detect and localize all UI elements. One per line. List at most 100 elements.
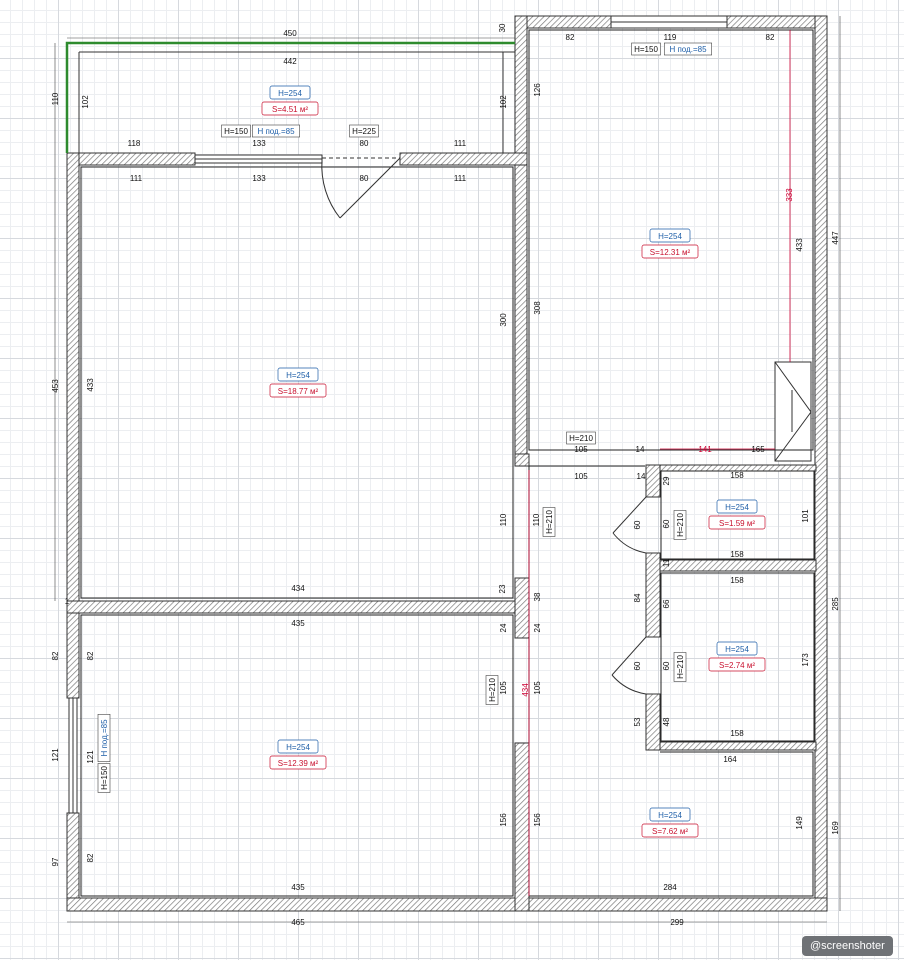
room-height: H=254 bbox=[725, 645, 749, 654]
dimension-d447: 447 bbox=[831, 231, 840, 245]
room-height: H=254 bbox=[286, 371, 310, 380]
dimension-d164: 164 bbox=[723, 755, 737, 764]
doors bbox=[321, 157, 812, 695]
dimension-d102a: 102 bbox=[81, 95, 90, 109]
dimension-d450: 450 bbox=[283, 29, 297, 38]
wall-toilet-bottom bbox=[645, 741, 817, 751]
dimension-d158d: 158 bbox=[730, 729, 744, 738]
windows bbox=[68, 15, 728, 814]
label-text: H=210 bbox=[488, 678, 497, 702]
label-bath-door-h: H=210 bbox=[673, 510, 687, 540]
dimension-d82e: 82 bbox=[86, 853, 95, 862]
dimension-d299: 299 bbox=[670, 918, 684, 927]
dimension-d158c: 158 bbox=[730, 576, 744, 585]
dimension-d133b: 133 bbox=[252, 174, 266, 183]
dimension-d14b: 14 bbox=[637, 472, 646, 481]
dimension-d169: 169 bbox=[831, 821, 840, 835]
balcony-highlight bbox=[65, 41, 515, 153]
wall-balcony-bottom-a bbox=[66, 152, 196, 166]
dimension-d82b: 82 bbox=[766, 33, 775, 42]
room-height: H=254 bbox=[658, 232, 682, 241]
dimension-d126: 126 bbox=[533, 83, 542, 97]
label-text: H=210 bbox=[676, 513, 685, 537]
dimension-d82d: 82 bbox=[86, 651, 95, 660]
label-w-top-h: H=150 bbox=[631, 42, 661, 56]
label-left-win-h: H=150 bbox=[97, 763, 111, 793]
label-text: H=210 bbox=[676, 655, 685, 679]
dimension-d102b: 102 bbox=[499, 95, 508, 109]
label-text: H=210 bbox=[569, 434, 593, 443]
wall-bottom bbox=[66, 897, 828, 912]
dimension-d82a: 82 bbox=[566, 33, 575, 42]
dimension-d165: 165 bbox=[751, 445, 765, 454]
label-text: Н под.=85 bbox=[100, 719, 109, 757]
dimension-d156a: 156 bbox=[499, 813, 508, 827]
label-text: Н под.=85 bbox=[257, 127, 295, 136]
dimension-d101: 101 bbox=[801, 509, 810, 523]
dimension-d453: 453 bbox=[51, 379, 60, 393]
dimension-d284: 284 bbox=[663, 883, 677, 892]
label-balc-win-sill: Н под.=85 bbox=[252, 124, 301, 138]
room-outline-bath bbox=[660, 470, 815, 560]
label-left-win-sill: Н под.=85 bbox=[97, 713, 111, 763]
wall-bath-left-a bbox=[645, 464, 661, 498]
dimension-d80b: 80 bbox=[360, 174, 369, 183]
wall-left-upper bbox=[66, 152, 80, 699]
dimension-d465: 465 bbox=[291, 918, 305, 927]
dimension-d38: 38 bbox=[533, 592, 542, 601]
dimension-d121a: 121 bbox=[51, 748, 60, 762]
dimension-d300: 300 bbox=[499, 313, 508, 327]
room-outline-toilet bbox=[660, 572, 815, 742]
dimension-d141: 141 bbox=[698, 445, 712, 454]
dimension-d60d: 60 bbox=[662, 661, 671, 670]
dimension-d433b: 433 bbox=[86, 378, 95, 392]
wall-bath-left-b bbox=[645, 552, 661, 638]
dimension-d30: 30 bbox=[498, 23, 507, 32]
room-outline-living bbox=[80, 166, 514, 599]
label-bed-door-h: H=210 bbox=[485, 675, 499, 705]
dimension-d105d: 105 bbox=[533, 681, 542, 695]
dimension-d11: 11 bbox=[662, 558, 671, 567]
wall-mid-vertical-low bbox=[514, 742, 530, 912]
wall-stub bbox=[514, 453, 530, 467]
wall-right bbox=[814, 15, 828, 912]
walls bbox=[66, 15, 828, 912]
dimension-d110: 110 bbox=[51, 92, 60, 105]
dimension-d111a: 111 bbox=[454, 139, 467, 148]
dimension-d158b: 158 bbox=[730, 550, 744, 559]
dimension-d333: 333 bbox=[785, 188, 794, 202]
room-area: S=2.74 м² bbox=[719, 661, 755, 670]
room-area: S=4.51 м² bbox=[272, 105, 308, 114]
label-toilet-door-h: H=210 bbox=[673, 652, 687, 682]
dimension-d60c: 60 bbox=[633, 661, 642, 670]
label-balc-win-h: H=150 bbox=[221, 124, 251, 138]
label-text: H=225 bbox=[352, 127, 376, 136]
dimension-d105a: 105 bbox=[574, 445, 588, 454]
dimension-d433a: 433 bbox=[795, 238, 804, 252]
dimension-d308: 308 bbox=[533, 301, 542, 315]
label-text: H=150 bbox=[100, 766, 109, 790]
dimension-d23: 23 bbox=[498, 584, 507, 593]
label-hall-door-h: H=210 bbox=[566, 431, 596, 445]
dimension-d60b: 60 bbox=[662, 519, 671, 528]
dimension-d156b: 156 bbox=[533, 813, 542, 827]
label-text: H=150 bbox=[224, 127, 248, 136]
dimension-d48: 48 bbox=[662, 717, 671, 726]
room-area: S=12.31 м² bbox=[650, 248, 691, 257]
dimension-d29: 29 bbox=[662, 476, 671, 485]
dimension-d434b: 434 bbox=[521, 683, 530, 697]
dimension-d24a: 24 bbox=[499, 623, 508, 632]
dimension-d80a: 80 bbox=[360, 139, 369, 148]
dimension-d149: 149 bbox=[795, 816, 804, 830]
room-outline-bedroom-bottom bbox=[80, 614, 514, 897]
label-text: Н под.=85 bbox=[669, 45, 707, 54]
wall-living-bottom bbox=[66, 600, 530, 614]
